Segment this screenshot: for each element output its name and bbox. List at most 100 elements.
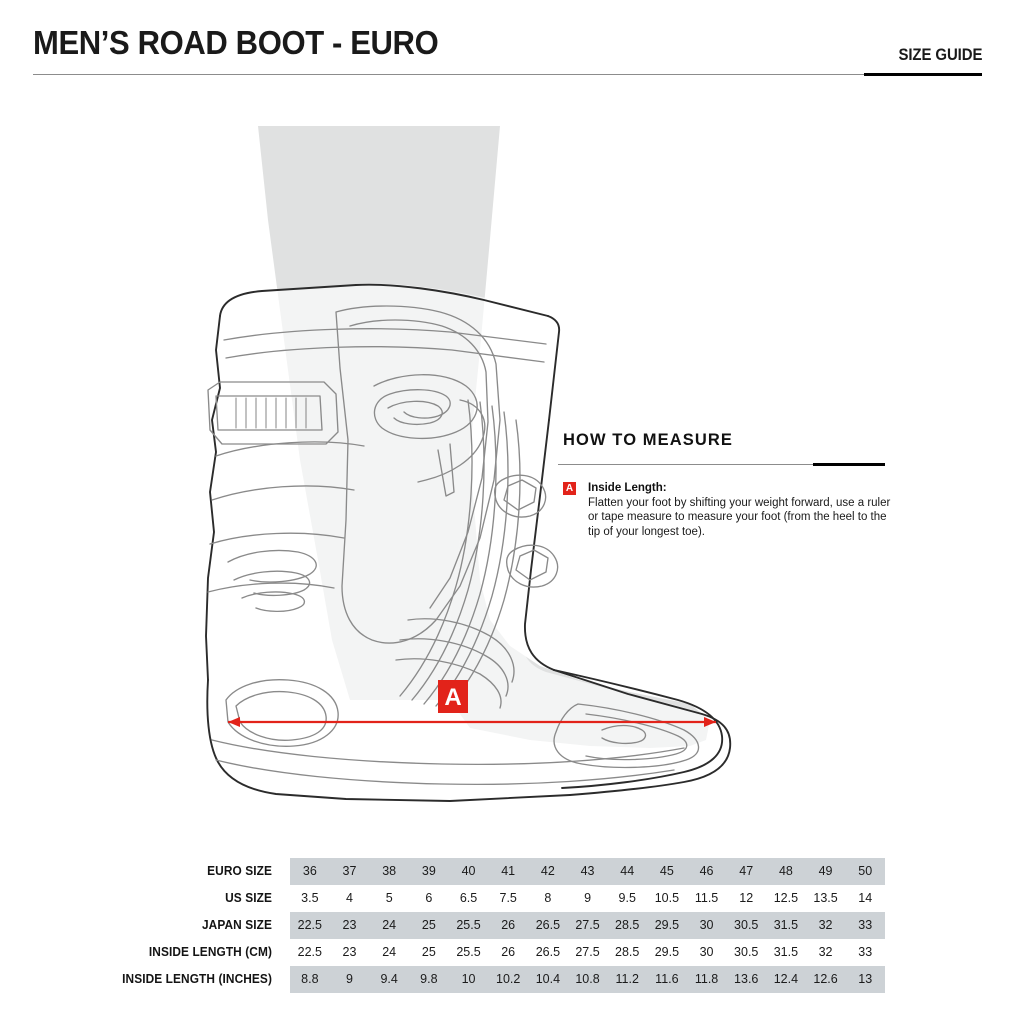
table-cell: 13.6: [734, 972, 759, 986]
table-cell: 10: [461, 972, 476, 986]
table-cell: 39: [421, 864, 436, 878]
table-cell: 11.5: [694, 891, 719, 905]
table-cell: 10.2: [496, 972, 521, 986]
table-cell: 31.5: [773, 945, 799, 959]
table-cell: 26: [501, 918, 516, 932]
measure-item-inside-length: A Inside Length: Flatten your foot by sh…: [563, 481, 893, 540]
table-cell: 12.4: [773, 972, 799, 986]
table-cell: 9.5: [618, 891, 636, 905]
table-cell: 47: [739, 864, 754, 878]
table-cell: 32: [818, 918, 833, 932]
table-cell: 31.5: [773, 918, 799, 932]
table-cell: 22.5: [297, 945, 322, 959]
row-background: [290, 858, 885, 885]
table-cell: 42: [540, 864, 555, 878]
how-to-measure-title: HOW TO MEASURE: [563, 431, 734, 449]
row-label: US SIZE: [225, 891, 272, 905]
table-cell: 36: [302, 864, 317, 878]
table-cell: 26: [501, 945, 516, 959]
boot-illustration: A: [150, 100, 770, 830]
how-divider-accent: [813, 462, 885, 466]
table-cell: 45: [659, 864, 674, 878]
table-cell: 33: [858, 945, 873, 959]
table-cell: 5: [385, 891, 393, 905]
table-cell: 8.8: [301, 972, 319, 986]
table-cell: 9: [346, 972, 353, 986]
table-cell: 43: [580, 864, 595, 878]
table-cell: 46: [699, 864, 714, 878]
table-cell: 13: [858, 972, 873, 986]
table-cell: 26.5: [535, 945, 561, 959]
table-cell: 12: [739, 891, 754, 905]
table-cell: 8: [544, 891, 552, 905]
table-cell: 23: [342, 918, 357, 932]
table-cell: 49: [818, 864, 833, 878]
table-cell: 3.5: [301, 891, 319, 905]
table-cell: 27.5: [575, 945, 600, 959]
table-cell: 29.5: [654, 918, 680, 932]
measure-item-description: Flatten your foot by shifting your weigh…: [588, 496, 891, 538]
table-cell: 11.8: [694, 972, 719, 986]
table-row: JAPAN SIZE 22.5 23 24 25 25.5 26 26.5 27.5 28.5 29…: [0, 912, 1024, 939]
table-cell: 29.5: [654, 945, 680, 959]
table-cell: 24: [382, 918, 397, 932]
table-cell: 9.8: [420, 972, 438, 986]
table-cell: 28.5: [615, 918, 640, 932]
table-cell: 11.2: [615, 972, 639, 986]
table-cell: 24: [382, 945, 397, 959]
svg-text:A: A: [444, 684, 461, 711]
table-cell: 9: [584, 891, 592, 905]
table-cell: 33: [858, 918, 873, 932]
row-label: EURO SIZE: [207, 864, 272, 878]
table-cell: 25: [421, 918, 436, 932]
table-cell: 4: [346, 891, 353, 905]
table-cell: 6: [425, 891, 433, 905]
page-header: MEN’S ROAD BOOT - EURO SIZE GUIDE: [0, 0, 1024, 90]
table-cell: 41: [501, 864, 516, 878]
table-cell: 26.5: [535, 918, 561, 932]
table-cell: 13.5: [813, 891, 838, 905]
boot-body-fill: [207, 283, 733, 800]
table-cell: 40: [461, 864, 476, 878]
row-label: INSIDE LENGTH (CM): [148, 945, 272, 959]
table-cell: 32: [818, 945, 833, 959]
measure-item-label: Inside Length:: [588, 481, 667, 494]
table-cell: 22.5: [297, 918, 322, 932]
row-background: [290, 966, 885, 993]
table-cell: 25: [421, 945, 436, 959]
table-cell: 48: [778, 864, 793, 878]
how-to-measure-section: HOW TO MEASURE A Inside Length: Flatten …: [558, 431, 893, 540]
table-cell: 23: [342, 945, 357, 959]
table-cell: 12.6: [813, 972, 838, 986]
row-background: [290, 912, 885, 939]
size-guide-label: SIZE GUIDE: [898, 45, 982, 64]
measure-badge-a: A: [563, 481, 576, 495]
table-cell: 30.5: [734, 918, 759, 932]
table-cell: 6.5: [459, 891, 478, 905]
table-cell: 10.8: [575, 972, 600, 986]
table-cell: 10.4: [535, 972, 561, 986]
header-divider: [33, 73, 982, 77]
how-to-measure-divider: [558, 462, 885, 467]
table-cell: 11.6: [655, 972, 679, 986]
table-cell: 37: [342, 864, 357, 878]
table-cell: 28.5: [615, 945, 640, 959]
table-cell: 25.5: [456, 918, 481, 932]
table-cell: 14: [858, 891, 873, 905]
table-cell: 44: [620, 864, 635, 878]
how-divider-thin: [558, 463, 885, 465]
table-cell: 50: [858, 864, 873, 878]
header-divider-thin: [33, 74, 982, 75]
table-cell: 27.5: [575, 918, 600, 932]
table-cell: 12.5: [773, 891, 799, 905]
row-label: JAPAN SIZE: [201, 918, 272, 932]
